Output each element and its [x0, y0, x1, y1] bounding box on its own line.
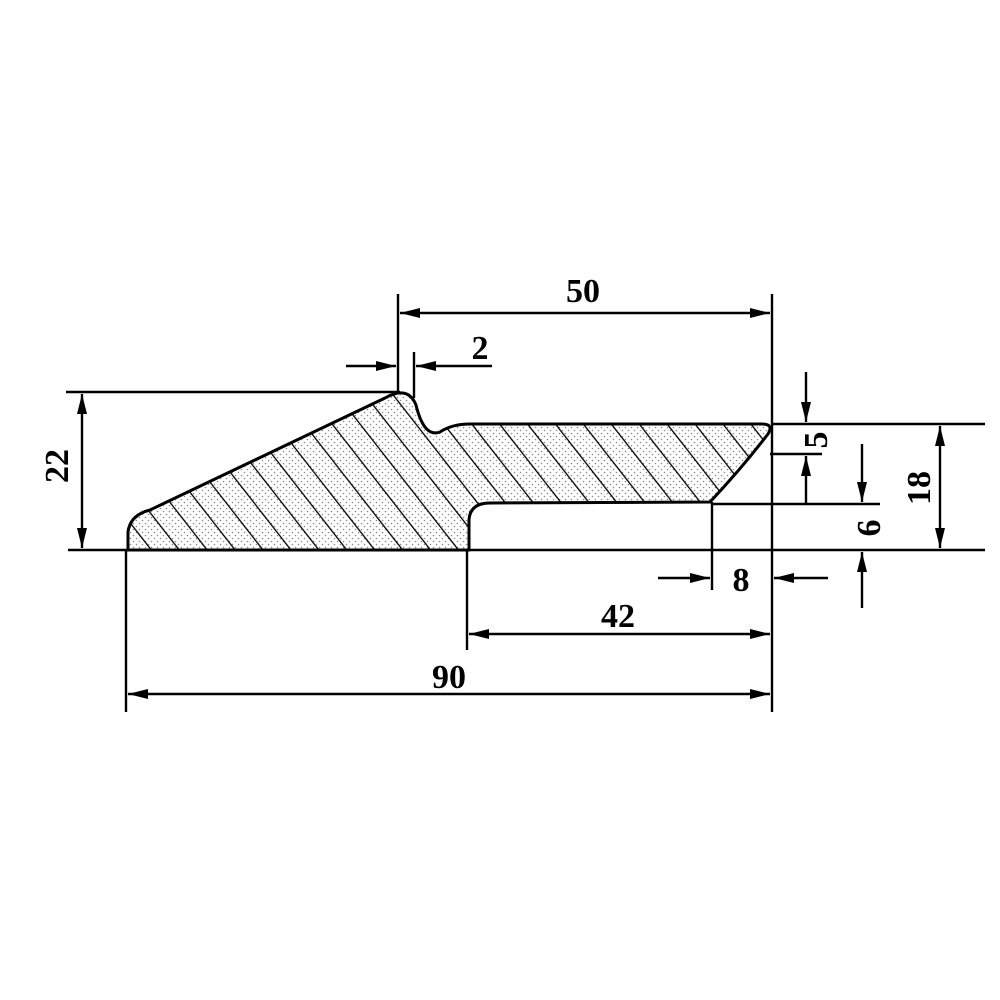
dim-groove-offset: 2 — [346, 330, 492, 371]
dim-label-total-width: 90 — [432, 659, 466, 696]
dim-label-upper-width: 50 — [566, 273, 600, 310]
profile-outline — [126, 391, 772, 552]
dim-label-total-height: 22 — [39, 449, 76, 483]
dim-right-height: 18 — [901, 426, 945, 548]
extension-lines — [66, 294, 985, 712]
profile-hatching — [128, 392, 770, 550]
dim-label-lower-width: 42 — [601, 598, 635, 635]
dim-lower-width: 42 — [469, 598, 770, 639]
dim-total-height: 22 — [39, 394, 87, 548]
dim-label-chamfer-height: 5 — [798, 432, 835, 449]
dim-label-right-height: 18 — [901, 471, 938, 505]
dim-lip-height: 6 — [851, 444, 888, 608]
dim-lip-offset: 8 — [658, 562, 828, 599]
dim-chamfer-height: 5 — [798, 372, 835, 504]
dim-upper-width: 50 — [400, 273, 770, 318]
profile-section — [126, 391, 772, 552]
dim-label-lip-offset: 8 — [733, 562, 750, 599]
dim-label-lip-height: 6 — [851, 520, 888, 537]
dim-label-groove-offset: 2 — [472, 330, 489, 367]
dim-total-width: 90 — [128, 659, 770, 699]
